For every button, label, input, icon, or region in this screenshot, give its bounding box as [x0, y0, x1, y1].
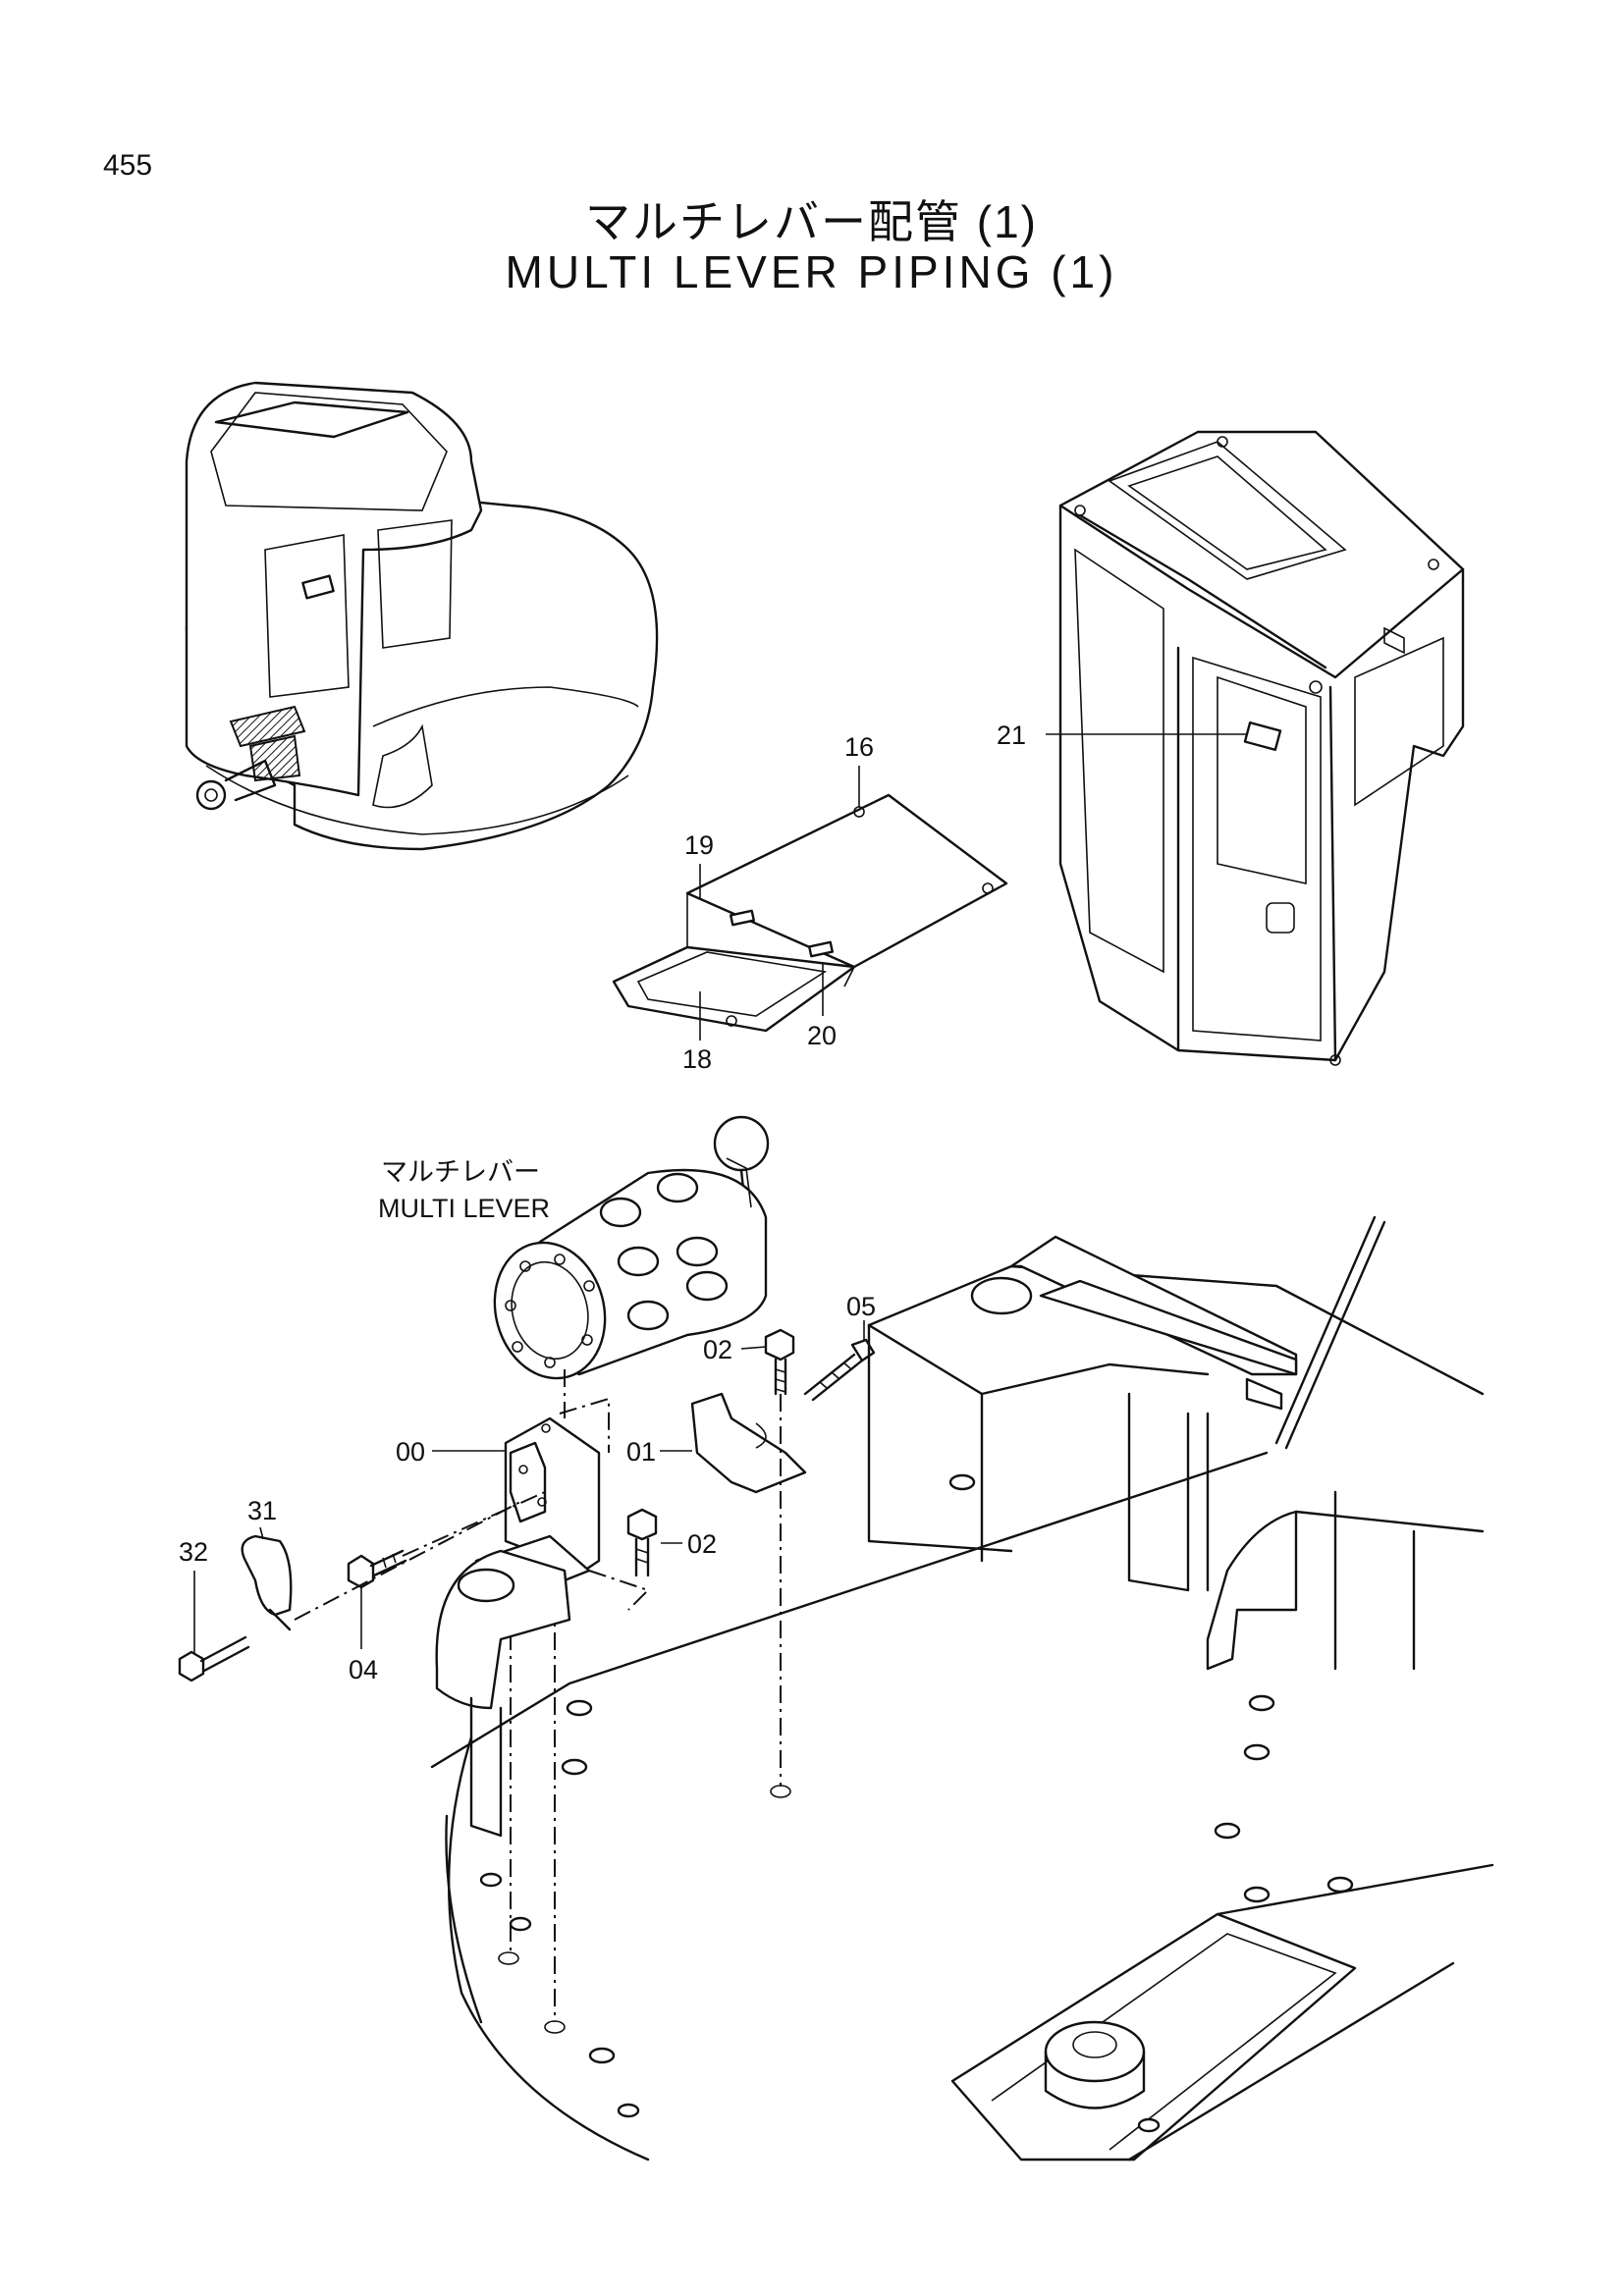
callout-16: 16: [844, 732, 874, 762]
callout-21: 21: [997, 721, 1026, 750]
callout-20: 20: [807, 1021, 837, 1050]
callout-18: 18: [682, 1044, 712, 1074]
bracket-and-fastener-illustration: [178, 1328, 876, 2034]
callout-00: 00: [396, 1437, 425, 1467]
callout-31: 31: [247, 1496, 277, 1525]
upper-structure-frame-illustration: [430, 1215, 1494, 2162]
page-number: 455: [103, 149, 153, 182]
callout-01: 01: [626, 1437, 656, 1467]
page-title-japanese: マルチレバー配管 (1): [585, 196, 1038, 247]
multi-lever-valve-illustration: [493, 1115, 770, 1380]
callout-leader-lines: [193, 733, 1247, 1654]
multi-lever-label-english: MULTI LEVER: [378, 1194, 550, 1223]
multi-lever-label-japanese: マルチレバー: [381, 1157, 540, 1187]
floor-mat-illustration: [612, 793, 1008, 1033]
callout-02-lower: 02: [687, 1529, 717, 1559]
callout-02-upper: 02: [703, 1335, 732, 1364]
cab-frame-illustration: [1058, 430, 1465, 1066]
callout-04: 04: [349, 1655, 378, 1684]
page-title-english: MULTI LEVER PIPING (1): [505, 246, 1118, 297]
callout-05: 05: [846, 1292, 876, 1321]
callout-19: 19: [684, 830, 714, 860]
excavator-overview-illustration: [185, 381, 659, 851]
callout-32: 32: [179, 1537, 208, 1567]
